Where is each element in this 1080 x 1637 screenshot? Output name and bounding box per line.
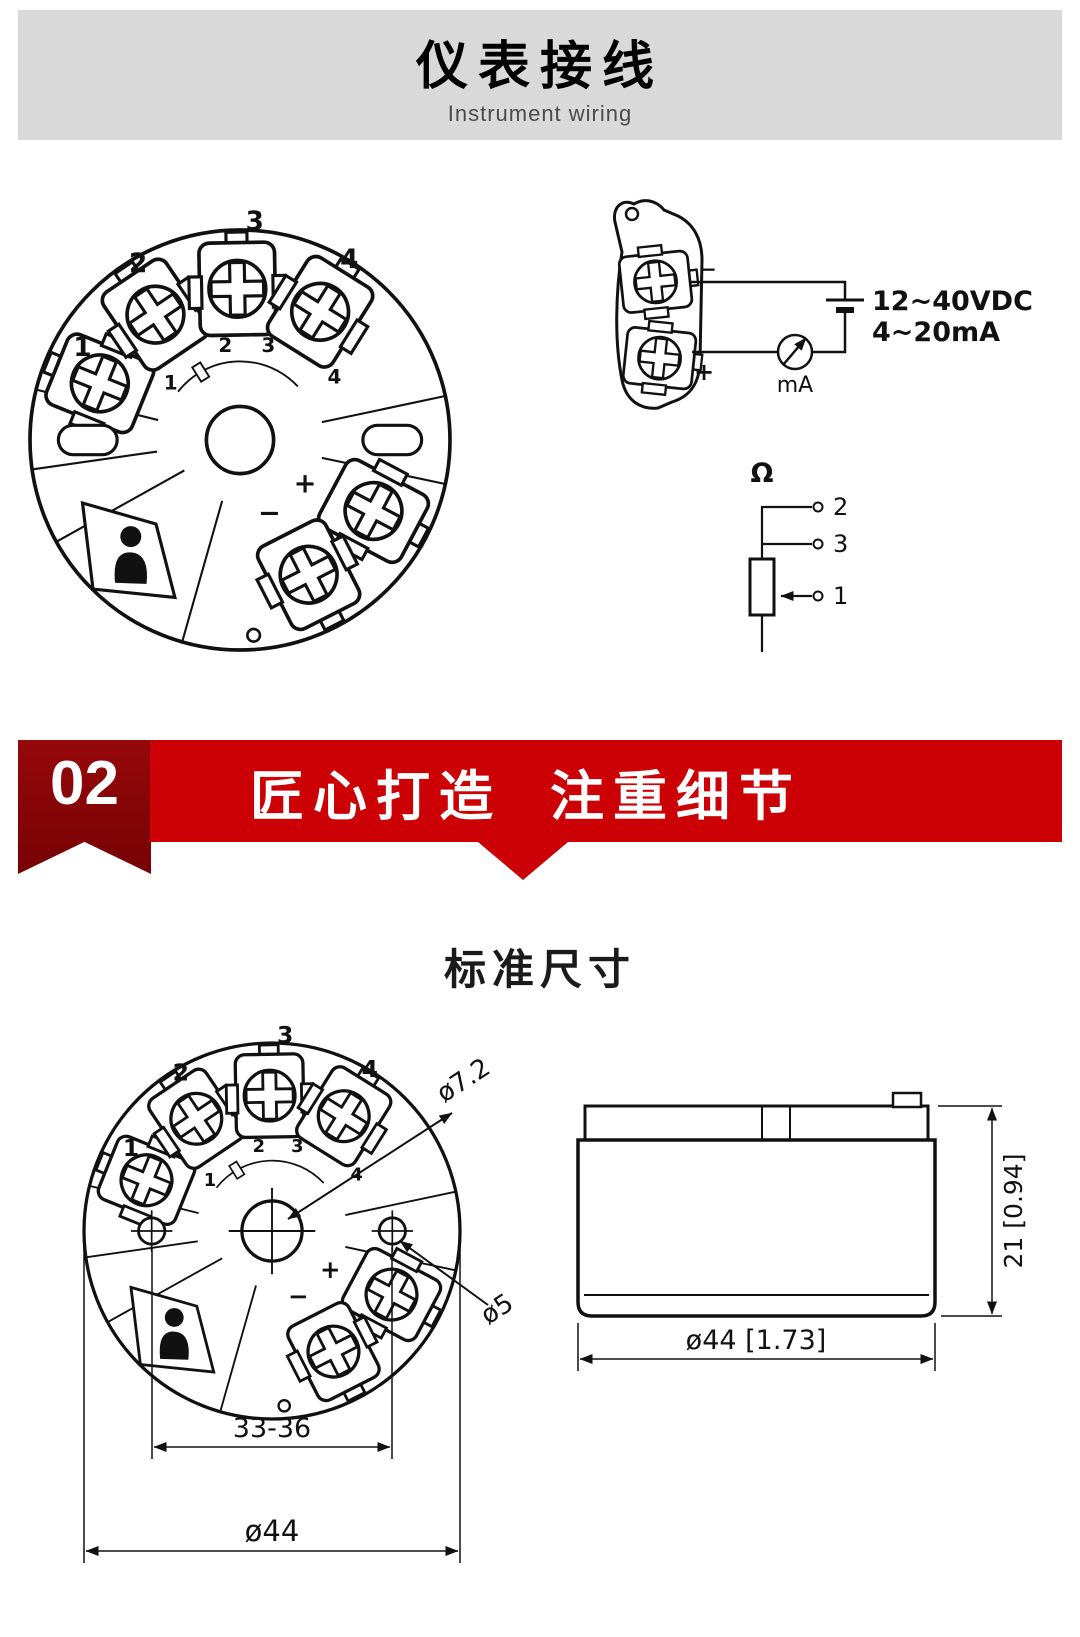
rtd-terminal-label-1: 1 bbox=[833, 582, 848, 610]
plus-label: + bbox=[320, 1255, 340, 1284]
side-view-drawing bbox=[576, 1091, 937, 1318]
terminal-label-3: 3 bbox=[246, 207, 264, 237]
terminal-label-1: 1 bbox=[123, 1134, 139, 1162]
dim-label-side-hole: ø5 bbox=[475, 1288, 519, 1331]
rtd-wires bbox=[760, 505, 812, 652]
inner-label-1: 1 bbox=[204, 1170, 216, 1191]
dimensions-diagram: 1 2 3 4 1 2 3 4 + − ø7.2 ø5 33-36 ø44 21… bbox=[0, 1023, 1028, 1563]
banner-notch-triangle bbox=[478, 842, 568, 880]
rtd-resistor bbox=[748, 557, 776, 617]
terminal-label-4: 4 bbox=[340, 245, 358, 275]
side-view-tab bbox=[891, 1091, 923, 1109]
inner-label-1: 1 bbox=[164, 371, 178, 395]
leader-side-hole bbox=[399, 1240, 489, 1306]
inner-label-4: 4 bbox=[328, 364, 342, 388]
dimensions-heading: 标准尺寸 bbox=[443, 946, 636, 993]
page-title: 仪表接线 bbox=[415, 37, 664, 96]
side-view-body bbox=[576, 1138, 937, 1318]
loop-wires bbox=[690, 280, 847, 354]
section-banner: 02 匠心打造 注重细节 bbox=[0, 728, 1080, 896]
power-supply-label: 12~40VDC bbox=[872, 286, 1033, 317]
section-number-ribbon: 02 bbox=[18, 740, 151, 874]
center-crosshair bbox=[228, 1187, 316, 1275]
rtd-terminal-label-2: 2 bbox=[833, 493, 848, 521]
rtd-terminal-label-3: 3 bbox=[833, 530, 848, 558]
dim-label-width: ø44 [1.73] bbox=[686, 1325, 827, 1356]
rtd-wiring-diagram: Ω 2 3 1 bbox=[748, 458, 848, 652]
header-banner: 仪表接线 Instrument wiring bbox=[18, 10, 1062, 140]
ammeter-label: mA bbox=[777, 373, 813, 398]
section-number: 02 bbox=[50, 749, 119, 818]
right-slot bbox=[361, 423, 424, 457]
left-mount-hole bbox=[130, 1210, 173, 1252]
minus-label: − bbox=[288, 1281, 308, 1310]
dim-label-height: 21 [0.94] bbox=[999, 1154, 1028, 1269]
wiring-diagram: 1 2 3 4 1 2 3 4 + − − + mA 12~40VDC bbox=[0, 199, 1033, 652]
mounting-hole bbox=[624, 206, 640, 222]
span-extension-lines bbox=[151, 1247, 393, 1459]
height-extension-lines bbox=[938, 1105, 1002, 1317]
dim-label-span: 33-36 bbox=[233, 1413, 311, 1444]
inner-label-2: 2 bbox=[218, 333, 232, 357]
output-wiring-diagram: − + mA 12~40VDC 4~20mA bbox=[612, 199, 1033, 410]
ammeter-icon bbox=[776, 333, 814, 371]
loop-current-label: 4~20mA bbox=[872, 317, 1000, 348]
section-title: 匠心打造 注重细节 bbox=[249, 766, 802, 827]
plus-label: + bbox=[294, 469, 317, 500]
battery-symbol bbox=[826, 298, 864, 313]
terminal-label-1: 1 bbox=[73, 333, 91, 363]
inner-label-3: 3 bbox=[261, 333, 275, 357]
left-slot bbox=[56, 423, 119, 457]
terminal-label-2: 2 bbox=[173, 1059, 189, 1087]
minus-label: − bbox=[258, 498, 281, 529]
terminal-label-3: 3 bbox=[277, 1023, 293, 1049]
output-plus-label: + bbox=[694, 358, 714, 386]
rtd-node-2 bbox=[812, 501, 824, 513]
dim-label-center-hole: ø7.2 bbox=[431, 1053, 495, 1109]
dimension-head-drawing: 1 2 3 4 1 2 3 4 + − bbox=[83, 1023, 460, 1419]
leader-center-hole bbox=[287, 1112, 453, 1220]
page-subtitle: Instrument wiring bbox=[447, 100, 633, 126]
ohm-label: Ω bbox=[751, 458, 774, 489]
inner-label-2: 2 bbox=[253, 1136, 265, 1157]
outer-extension-lines bbox=[83, 1239, 461, 1563]
width-extension-lines bbox=[577, 1323, 936, 1371]
section-title-bar: 匠心打造 注重细节 bbox=[150, 740, 1062, 842]
transmitter-head-drawing: 1 2 3 4 1 2 3 4 + − bbox=[29, 207, 450, 650]
terminal-label-2: 2 bbox=[129, 249, 147, 279]
terminal-label-4: 4 bbox=[362, 1055, 378, 1083]
rtd-node-3 bbox=[812, 538, 824, 550]
output-minus-label: − bbox=[700, 257, 717, 281]
inner-label-3: 3 bbox=[291, 1136, 303, 1157]
dim-label-outer: ø44 bbox=[245, 1514, 300, 1548]
rtd-node-1 bbox=[812, 590, 824, 602]
